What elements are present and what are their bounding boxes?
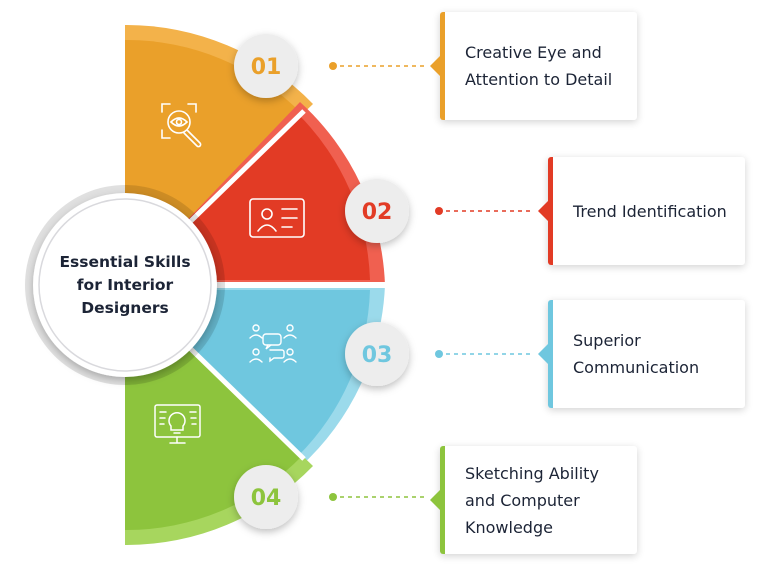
skill-card-02: Trend Identification (538, 157, 745, 265)
number-bubble-01: 01 (234, 34, 298, 98)
card-accent-bar (548, 300, 553, 408)
number-01: 01 (251, 55, 282, 80)
card-pointer (430, 56, 440, 76)
diagram-title-text: Essential Skills for Interior Designers (59, 252, 191, 317)
number-03: 03 (362, 343, 393, 368)
eye-magnifier-icon (161, 103, 202, 148)
lightbulb-monitor-icon (154, 404, 201, 444)
card-pointer (538, 344, 548, 364)
card-pointer (430, 490, 440, 510)
card-accent-bar (440, 12, 445, 120)
card-accent-bar (440, 446, 445, 554)
card-pointer (538, 201, 548, 221)
connector-02 (435, 207, 532, 215)
skill-label-01: Creative Eye and Attention to Detail (465, 43, 613, 89)
chat-people-icon (249, 324, 297, 363)
card-accent-bar (548, 157, 553, 265)
number-bubble-02: 02 (345, 179, 409, 243)
number-04: 04 (251, 486, 282, 511)
skill-card-04: Sketching Ability and Computer Knowledge (430, 446, 637, 554)
skill-card-03: Superior Communication (538, 300, 745, 408)
skill-label-04: Sketching Ability and Computer Knowledge (465, 463, 599, 537)
connector-04 (329, 493, 425, 501)
skill-card-01: Creative Eye and Attention to Detail (430, 12, 637, 120)
number-bubble-03: 03 (345, 322, 409, 386)
center-circle-outline (38, 198, 212, 372)
skill-label-02: Trend Identification (573, 201, 727, 221)
connector-01 (329, 62, 425, 70)
diagram-title: Essential Skills for Interior Designers (40, 200, 210, 370)
number-bubble-04: 04 (234, 465, 298, 529)
connector-03 (435, 350, 532, 358)
number-02: 02 (362, 200, 393, 225)
id-card-icon (249, 198, 305, 238)
skill-label-03: Superior Communication (573, 331, 700, 377)
